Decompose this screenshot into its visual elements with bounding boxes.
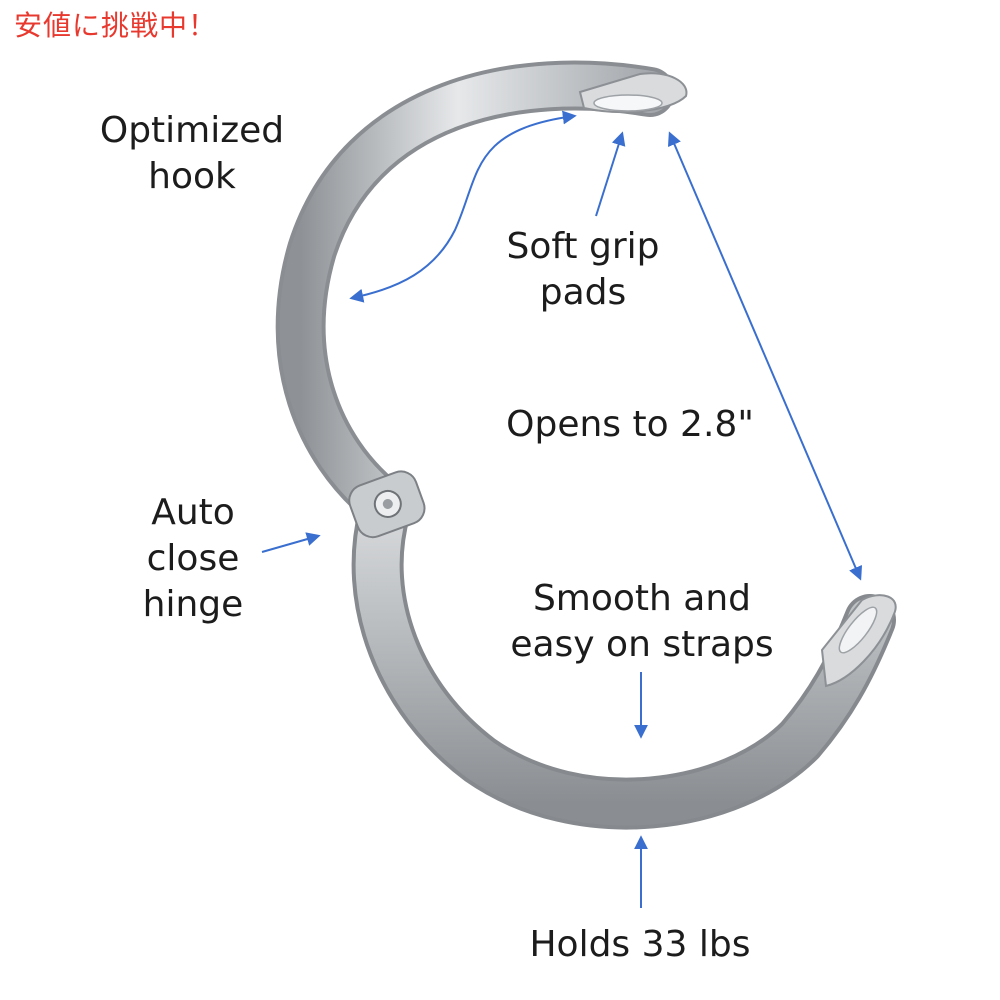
callout-smooth-straps: Smooth and easy on straps (510, 578, 774, 665)
opening-arrow (667, 131, 863, 581)
hinge (348, 470, 426, 539)
callout-optimized-hook: Optimized hook (99, 110, 285, 197)
callout-weight-capacity: Holds 33 lbs (529, 924, 751, 965)
callout-auto-close-hinge: Auto close hinge (142, 492, 244, 625)
hinge-arrow (261, 532, 321, 553)
promo-banner: 安値に挑戦中！ (14, 9, 218, 42)
callout-soft-grip-pads: Soft grip pads (506, 226, 660, 313)
hook-arrow (349, 110, 577, 303)
grip-arrow (595, 131, 626, 217)
callout-opening-size: Opens to 2.8" (506, 404, 754, 445)
